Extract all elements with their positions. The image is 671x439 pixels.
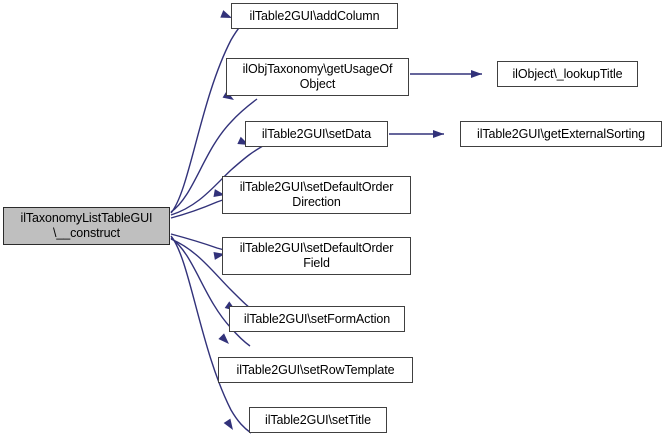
edge-arrowhead	[218, 333, 229, 344]
graph-node-label: ilTable2GUI\setDefaultOrder Field	[239, 241, 394, 270]
graph-node-label: ilTable2GUI\setFormAction	[243, 311, 391, 326]
graph-node-setTitle[interactable]: ilTable2GUI\setTitle	[249, 407, 387, 433]
graph-node-label: ilTable2GUI\addColumn	[249, 8, 380, 23]
graph-node-setFormAction[interactable]: ilTable2GUI\setFormAction	[229, 306, 405, 332]
graph-node-setRowTemplate[interactable]: ilTable2GUI\setRowTemplate	[218, 357, 413, 383]
graph-node-label: ilTable2GUI\setRowTemplate	[236, 362, 395, 377]
graph-node-setDefaultOrderDirection[interactable]: ilTable2GUI\setDefaultOrder Direction	[222, 176, 411, 214]
graph-node-getExternalSorting[interactable]: ilTable2GUI\getExternalSorting	[460, 121, 662, 147]
graph-node-addColumn[interactable]: ilTable2GUI\addColumn	[231, 3, 398, 29]
graph-node-label: ilTaxonomyListTableGUI \__construct	[20, 211, 153, 240]
graph-node-setData[interactable]: ilTable2GUI\setData	[245, 121, 388, 147]
graph-node-label: ilTable2GUI\setDefaultOrder Direction	[239, 180, 394, 209]
edge-arrowhead	[471, 70, 482, 78]
edge-arrowhead	[223, 418, 233, 430]
graph-node-label: ilTable2GUI\setTitle	[265, 412, 371, 427]
graph-node-root[interactable]: ilTaxonomyListTableGUI \__construct	[3, 207, 170, 245]
graph-node-lookupTitle[interactable]: ilObject\_lookupTitle	[497, 61, 638, 87]
edge-arrowhead	[433, 130, 444, 138]
graph-node-label: ilTable2GUI\setData	[261, 126, 372, 141]
graph-node-label: ilTable2GUI\getExternalSorting	[477, 126, 645, 141]
graph-node-setDefaultOrderField[interactable]: ilTable2GUI\setDefaultOrder Field	[222, 237, 411, 275]
graph-node-label: ilObjTaxonomy\getUsageOf Object	[242, 62, 393, 91]
graph-node-getUsageOfObject[interactable]: ilObjTaxonomy\getUsageOf Object	[226, 58, 409, 96]
graph-node-label: ilObject\_lookupTitle	[512, 66, 623, 81]
